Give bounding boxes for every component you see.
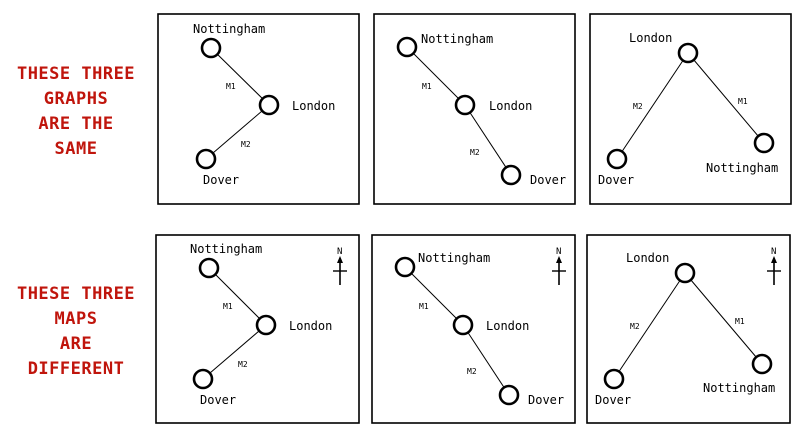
label-nottingham: Nottingham — [703, 381, 775, 395]
map-panel-3: London Dover Nottingham M2 M1 N — [586, 234, 791, 424]
edge-m2 — [462, 324, 510, 396]
label-m2: M2 — [238, 360, 248, 369]
label-nottingham: Nottingham — [193, 22, 265, 36]
edge-m2 — [616, 52, 689, 160]
maps-caption-line-1: THESE THREE — [16, 284, 136, 304]
label-london: London — [289, 319, 332, 333]
label-london: London — [626, 251, 669, 265]
north-label: N — [337, 247, 342, 257]
graph-panel-3: London Dover Nottingham M2 M1 — [589, 13, 792, 205]
edge-m1 — [208, 267, 267, 326]
panel-frame — [157, 13, 360, 205]
edge-m1 — [687, 52, 765, 144]
node-nottingham — [200, 37, 222, 59]
label-nottingham: Nottingham — [706, 161, 778, 175]
label-m1: M1 — [226, 82, 236, 91]
node-nottingham — [753, 132, 775, 154]
edge-m2 — [202, 324, 267, 380]
node-london — [258, 94, 280, 116]
label-m1: M1 — [419, 302, 429, 311]
label-dover: Dover — [528, 393, 564, 407]
node-london — [674, 262, 696, 284]
node-dover — [498, 384, 520, 406]
edge-m1 — [210, 47, 270, 106]
maps-caption-line-3: ARE — [59, 334, 93, 354]
label-m2: M2 — [241, 140, 251, 149]
node-dover — [606, 148, 628, 170]
label-london: London — [629, 31, 672, 45]
north-arrow-icon: N — [767, 247, 781, 285]
edge-m1 — [404, 266, 464, 326]
map-panel-1: Nottingham London Dover M1 M2 N — [155, 234, 360, 424]
node-nottingham — [394, 256, 416, 278]
label-dover: Dover — [530, 173, 566, 187]
label-london: London — [489, 99, 532, 113]
edge-m2 — [205, 104, 270, 160]
label-nottingham: Nottingham — [421, 32, 493, 46]
label-nottingham: Nottingham — [418, 251, 490, 265]
label-nottingham: Nottingham — [190, 242, 262, 256]
graphs-caption-line-3: ARE THE — [38, 114, 114, 134]
node-london — [255, 314, 277, 336]
edge-m2 — [464, 104, 512, 176]
edge-m1 — [684, 272, 763, 365]
label-m1: M1 — [422, 82, 432, 91]
node-nottingham — [198, 257, 220, 279]
edge-m2 — [613, 272, 686, 380]
label-m2: M2 — [470, 148, 480, 157]
label-london: London — [292, 99, 335, 113]
north-label: N — [556, 247, 561, 257]
maps-caption-line-2: MAPS — [54, 309, 98, 329]
label-m1: M1 — [735, 317, 745, 326]
node-dover — [192, 368, 214, 390]
graphs-caption-line-2: GRAPHS — [43, 89, 109, 109]
label-m1: M1 — [223, 302, 233, 311]
node-dover — [500, 164, 522, 186]
node-dover — [603, 368, 625, 390]
node-london — [677, 42, 699, 64]
label-dover: Dover — [598, 173, 634, 187]
graphs-caption-line-4: SAME — [54, 139, 98, 159]
graphs-caption-line-1: THESE THREE — [16, 64, 136, 84]
label-m2: M2 — [633, 102, 643, 111]
label-dover: Dover — [595, 393, 631, 407]
node-london — [452, 314, 474, 336]
graph-panel-1: Nottingham London Dover M1 M2 — [157, 13, 360, 205]
node-nottingham — [751, 353, 773, 375]
node-nottingham — [396, 36, 418, 58]
north-arrow-icon: N — [552, 247, 566, 285]
edge-m1 — [406, 46, 466, 106]
maps-caption-line-4: DIFFERENT — [27, 359, 125, 379]
label-london: London — [486, 319, 529, 333]
label-m2: M2 — [467, 367, 477, 376]
map-panel-2: Nottingham London Dover M1 M2 N — [371, 234, 576, 424]
node-london — [454, 94, 476, 116]
graph-panel-2: Nottingham London Dover M1 M2 — [373, 13, 576, 205]
north-label: N — [771, 247, 776, 257]
north-arrow-icon: N — [333, 247, 347, 285]
graphs-caption: THESE THREE GRAPHS ARE THE SAME — [2, 62, 150, 162]
label-m2: M2 — [630, 322, 640, 331]
node-dover — [195, 148, 217, 170]
label-m1: M1 — [738, 97, 748, 106]
label-dover: Dover — [200, 393, 236, 407]
maps-caption: THESE THREE MAPS ARE DIFFERENT — [2, 282, 150, 382]
label-dover: Dover — [203, 173, 239, 187]
